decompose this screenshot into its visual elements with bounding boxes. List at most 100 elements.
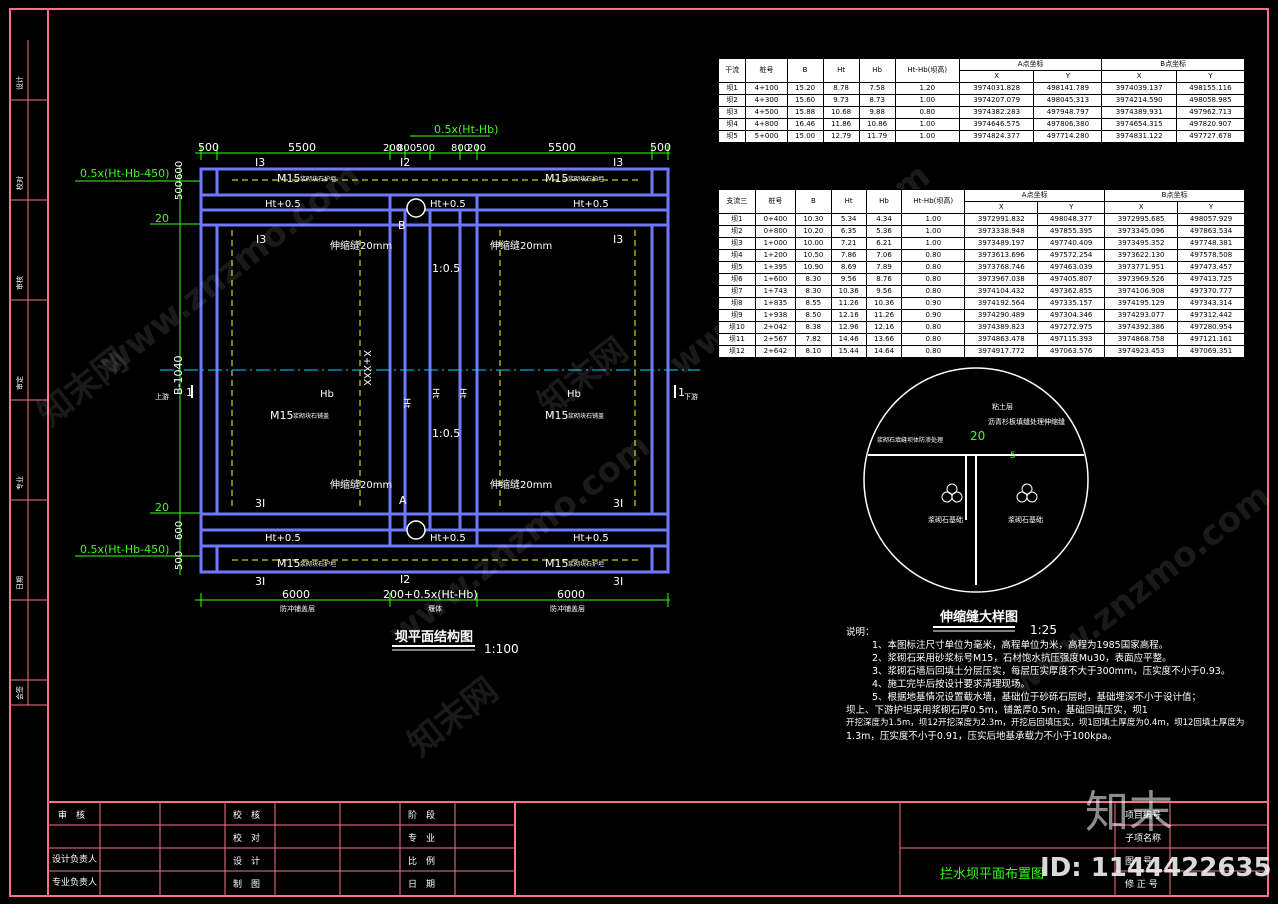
table-cell: 3974646.575	[958, 118, 1035, 131]
table-cell: 坝5	[718, 261, 756, 274]
masonry-mid-left: 浆砌块石铺盖	[293, 412, 329, 420]
table-cell: 12.96	[830, 321, 867, 334]
axis-i3-left-inner: I3	[256, 233, 266, 246]
table-cell: 3972995.685	[1104, 213, 1179, 226]
table-cell: 497370.777	[1177, 285, 1245, 298]
table-cell: 1.20	[894, 82, 960, 95]
table-cell: 3974923.453	[1104, 345, 1179, 358]
detail-label-joint: 沥青杉板填缝处理伸缩缝	[988, 417, 1065, 426]
table-subheader-row: X Y X Y	[719, 70, 1246, 83]
table-cell: 7.21	[830, 237, 867, 250]
tb-mid-4: 制 图	[233, 878, 260, 890]
table-cell: 坝12	[718, 345, 756, 358]
section-mark-left: 1	[186, 386, 193, 399]
tb-drawing-name: 拦水坝平面布置图	[940, 867, 1044, 882]
table-cell: 497863.534	[1177, 225, 1245, 238]
table-cell: 3974293.077	[1104, 309, 1179, 322]
joint-label-4: 伸缩缝20mm	[490, 478, 552, 491]
table-cell: 10.36	[865, 297, 903, 310]
dim-left-500-bottom: 500	[174, 551, 185, 570]
inner-frame	[47, 8, 1269, 897]
joint-label-3: 伸缩缝20mm	[330, 478, 392, 491]
table-cell: 15.60	[786, 94, 824, 107]
point-b: B	[398, 219, 406, 232]
table-cell: 坝6	[718, 273, 756, 286]
table-cell: 3974192.564	[964, 297, 1039, 310]
table-cell: 497069.351	[1177, 345, 1245, 358]
table-cell: 497280.954	[1177, 321, 1245, 334]
table-cell: 1+395	[754, 261, 797, 274]
table-cell: 3973967.038	[964, 273, 1039, 286]
table-cell: 3973495.352	[1104, 237, 1179, 250]
table-cell: 15.00	[786, 130, 824, 143]
table-cell: 14.46	[830, 333, 867, 346]
table-header-row: 干流 桩号 B Ht Hb Ht-Hb(坝高) A点坐标 B点坐标	[717, 58, 1245, 83]
notes-title: 说明：	[846, 627, 875, 638]
table-cell: 3974290.489	[964, 309, 1039, 322]
table-cell: 8.55	[795, 297, 832, 310]
table-cell: 坝8	[718, 297, 756, 310]
table-cell: 1.00	[901, 237, 966, 250]
tb-box-2: 子项名称	[1125, 832, 1161, 844]
apron-mid: 堰体	[428, 604, 442, 613]
side-label-4: 审定	[15, 376, 24, 390]
side-label-5: 专业	[15, 476, 24, 490]
table-cell: 11.26	[865, 309, 903, 322]
ht-label-1: Ht+0.5	[265, 199, 301, 210]
table-cell: 16.46	[786, 118, 824, 131]
side-label-2: 校对	[15, 176, 24, 190]
table-cell: 4+300	[745, 94, 788, 107]
table-cell: 3973771.951	[1104, 261, 1179, 274]
table-cell: 498045.313	[1033, 94, 1103, 107]
table-cell: 4+500	[745, 106, 788, 119]
table-cell: 坝5	[717, 130, 747, 143]
drawing-scale: 1:100	[484, 642, 519, 656]
dim-top-8: 5500	[548, 141, 576, 154]
table-cell: 10.50	[795, 249, 832, 262]
table-cell: 0+800	[754, 225, 797, 238]
table-cell: 坝3	[717, 106, 747, 119]
table-cell: 0.80	[901, 345, 966, 358]
detail-label-stone-right: 浆砌石基础	[1008, 515, 1043, 524]
apron-right: 防冲铺盖层	[550, 604, 585, 613]
table-cell: 497312.442	[1177, 309, 1245, 322]
tb-right-2: 专 业	[408, 832, 435, 844]
masonry-bottom-left: 浆砌块石护坦	[300, 560, 336, 568]
ht-label-pier-1: Ht	[401, 398, 411, 409]
tb-box-3: 图 号	[1125, 856, 1152, 867]
col-by: Y	[1177, 201, 1245, 214]
ht-label-6: Ht+0.5	[573, 533, 609, 544]
dim-top-9: 500	[650, 141, 671, 154]
table-cell: 7.89	[865, 261, 903, 274]
table-cell: 坝10	[718, 321, 756, 334]
note-2: 2、浆砌石采用砂浆标号M15，石材饱水抗压强度Mu30，表面应平整。	[872, 653, 1172, 664]
table-cell: 1.00	[894, 130, 960, 143]
tb-right-4: 日 期	[408, 879, 435, 890]
table-cell: 497572.254	[1037, 249, 1106, 262]
title-block-lines	[48, 801, 1268, 896]
note-3: 3、浆砌石墙后回填土分层压实，每层压实厚度不大于300mm，压实度不小于0.93…	[872, 666, 1231, 677]
table-cell: 9.73	[822, 94, 860, 107]
table-cell: 0.80	[901, 249, 966, 262]
col-stream: 支流三	[718, 189, 756, 214]
table-cell: 497343.314	[1177, 297, 1245, 310]
table-cell: 1+600	[754, 273, 797, 286]
table-cell: 1.00	[901, 225, 966, 238]
axis-i1-left-inner: 3I	[255, 497, 265, 510]
table-cell: 0.80	[894, 106, 960, 119]
table-cell: 坝1	[718, 213, 756, 226]
table-cell: 6.35	[830, 225, 867, 238]
table-cell: 3974104.432	[964, 285, 1039, 298]
section-markers	[191, 385, 676, 398]
table-cell: 7.82	[795, 333, 832, 346]
table-cell: 坝7	[718, 285, 756, 298]
table-cell: 8.78	[822, 82, 860, 95]
joint-label-1: 伸缩缝20mm	[330, 239, 392, 252]
